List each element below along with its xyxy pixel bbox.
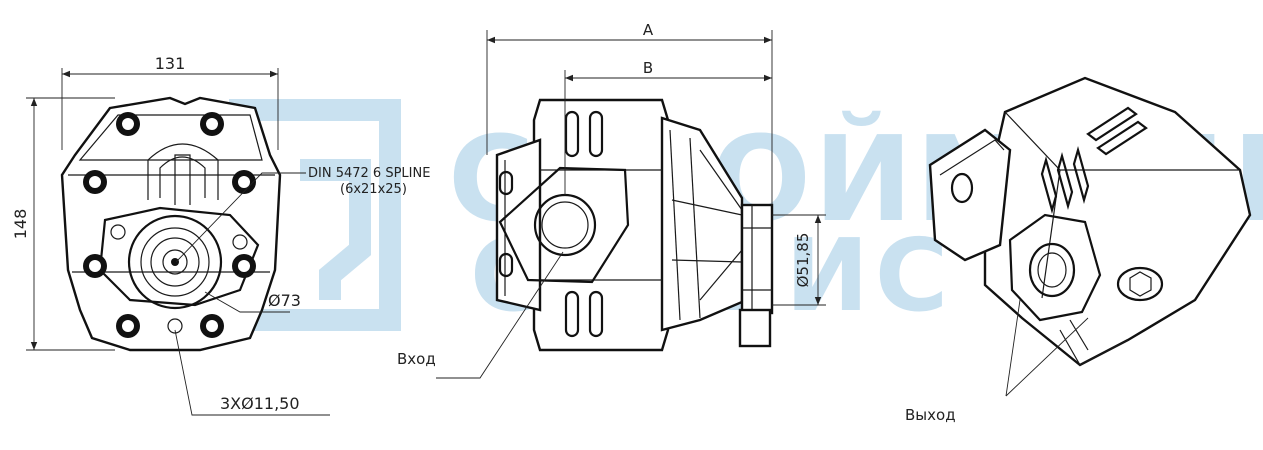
port-diameter-label: Ø51,85	[794, 233, 812, 288]
front-bolt	[83, 170, 107, 194]
front-bolt	[200, 314, 224, 338]
outlet-label: Выход	[905, 406, 956, 424]
iso-fins	[1040, 106, 1148, 215]
dim-height-148: 148	[11, 97, 115, 351]
iso-outlet-flange	[1008, 213, 1102, 322]
front-view: 131 148 DIN 5472 6 SPLINE (6x21x25) Ø73 …	[11, 54, 430, 416]
dim-b-label: B	[643, 59, 653, 77]
inlet-port-flange	[498, 166, 630, 284]
side-slots	[498, 110, 604, 338]
side-left-cover	[495, 138, 542, 312]
front-bolt	[200, 112, 224, 136]
spline-label-line1: DIN 5472 6 SPLINE	[308, 166, 430, 181]
inlet-callout: Вход	[397, 251, 564, 379]
spline-callout: DIN 5472 6 SPLINE (6x21x25)	[175, 166, 430, 263]
dim-width-131: 131	[61, 54, 279, 150]
dim-a-label: A	[643, 21, 654, 39]
iso-housing	[983, 76, 1252, 367]
front-bolt	[232, 254, 256, 278]
bolt-holes-callout: 3XØ11,50	[174, 329, 330, 416]
spline-label-line2: (6x21x25)	[340, 182, 407, 197]
side-view: A B Ø51,85 Вход	[397, 21, 826, 379]
iso-view: Выход	[905, 76, 1252, 424]
dim-width-label: 131	[155, 54, 186, 73]
side-shaft-stub	[740, 203, 774, 315]
dim-a: A	[486, 21, 773, 205]
bolt-holes-label: 3XØ11,50	[220, 394, 300, 413]
front-hub	[127, 214, 223, 310]
dim-b: B	[564, 59, 772, 195]
front-flange	[98, 206, 260, 307]
iso-outlet-port	[1028, 242, 1076, 298]
front-bolt-group	[83, 112, 256, 338]
front-bolt	[116, 314, 140, 338]
inlet-label: Вход	[397, 350, 436, 368]
flange-diameter-label: Ø73	[268, 291, 301, 310]
front-bolt	[83, 254, 107, 278]
front-bolt	[232, 170, 256, 194]
flange-diameter-callout: Ø73	[204, 291, 301, 313]
outlet-callout: Выход	[905, 299, 1089, 424]
front-bolt	[116, 112, 140, 136]
dim-height-label: 148	[11, 209, 30, 240]
dim-port-diameter: Ø51,85	[772, 214, 826, 306]
